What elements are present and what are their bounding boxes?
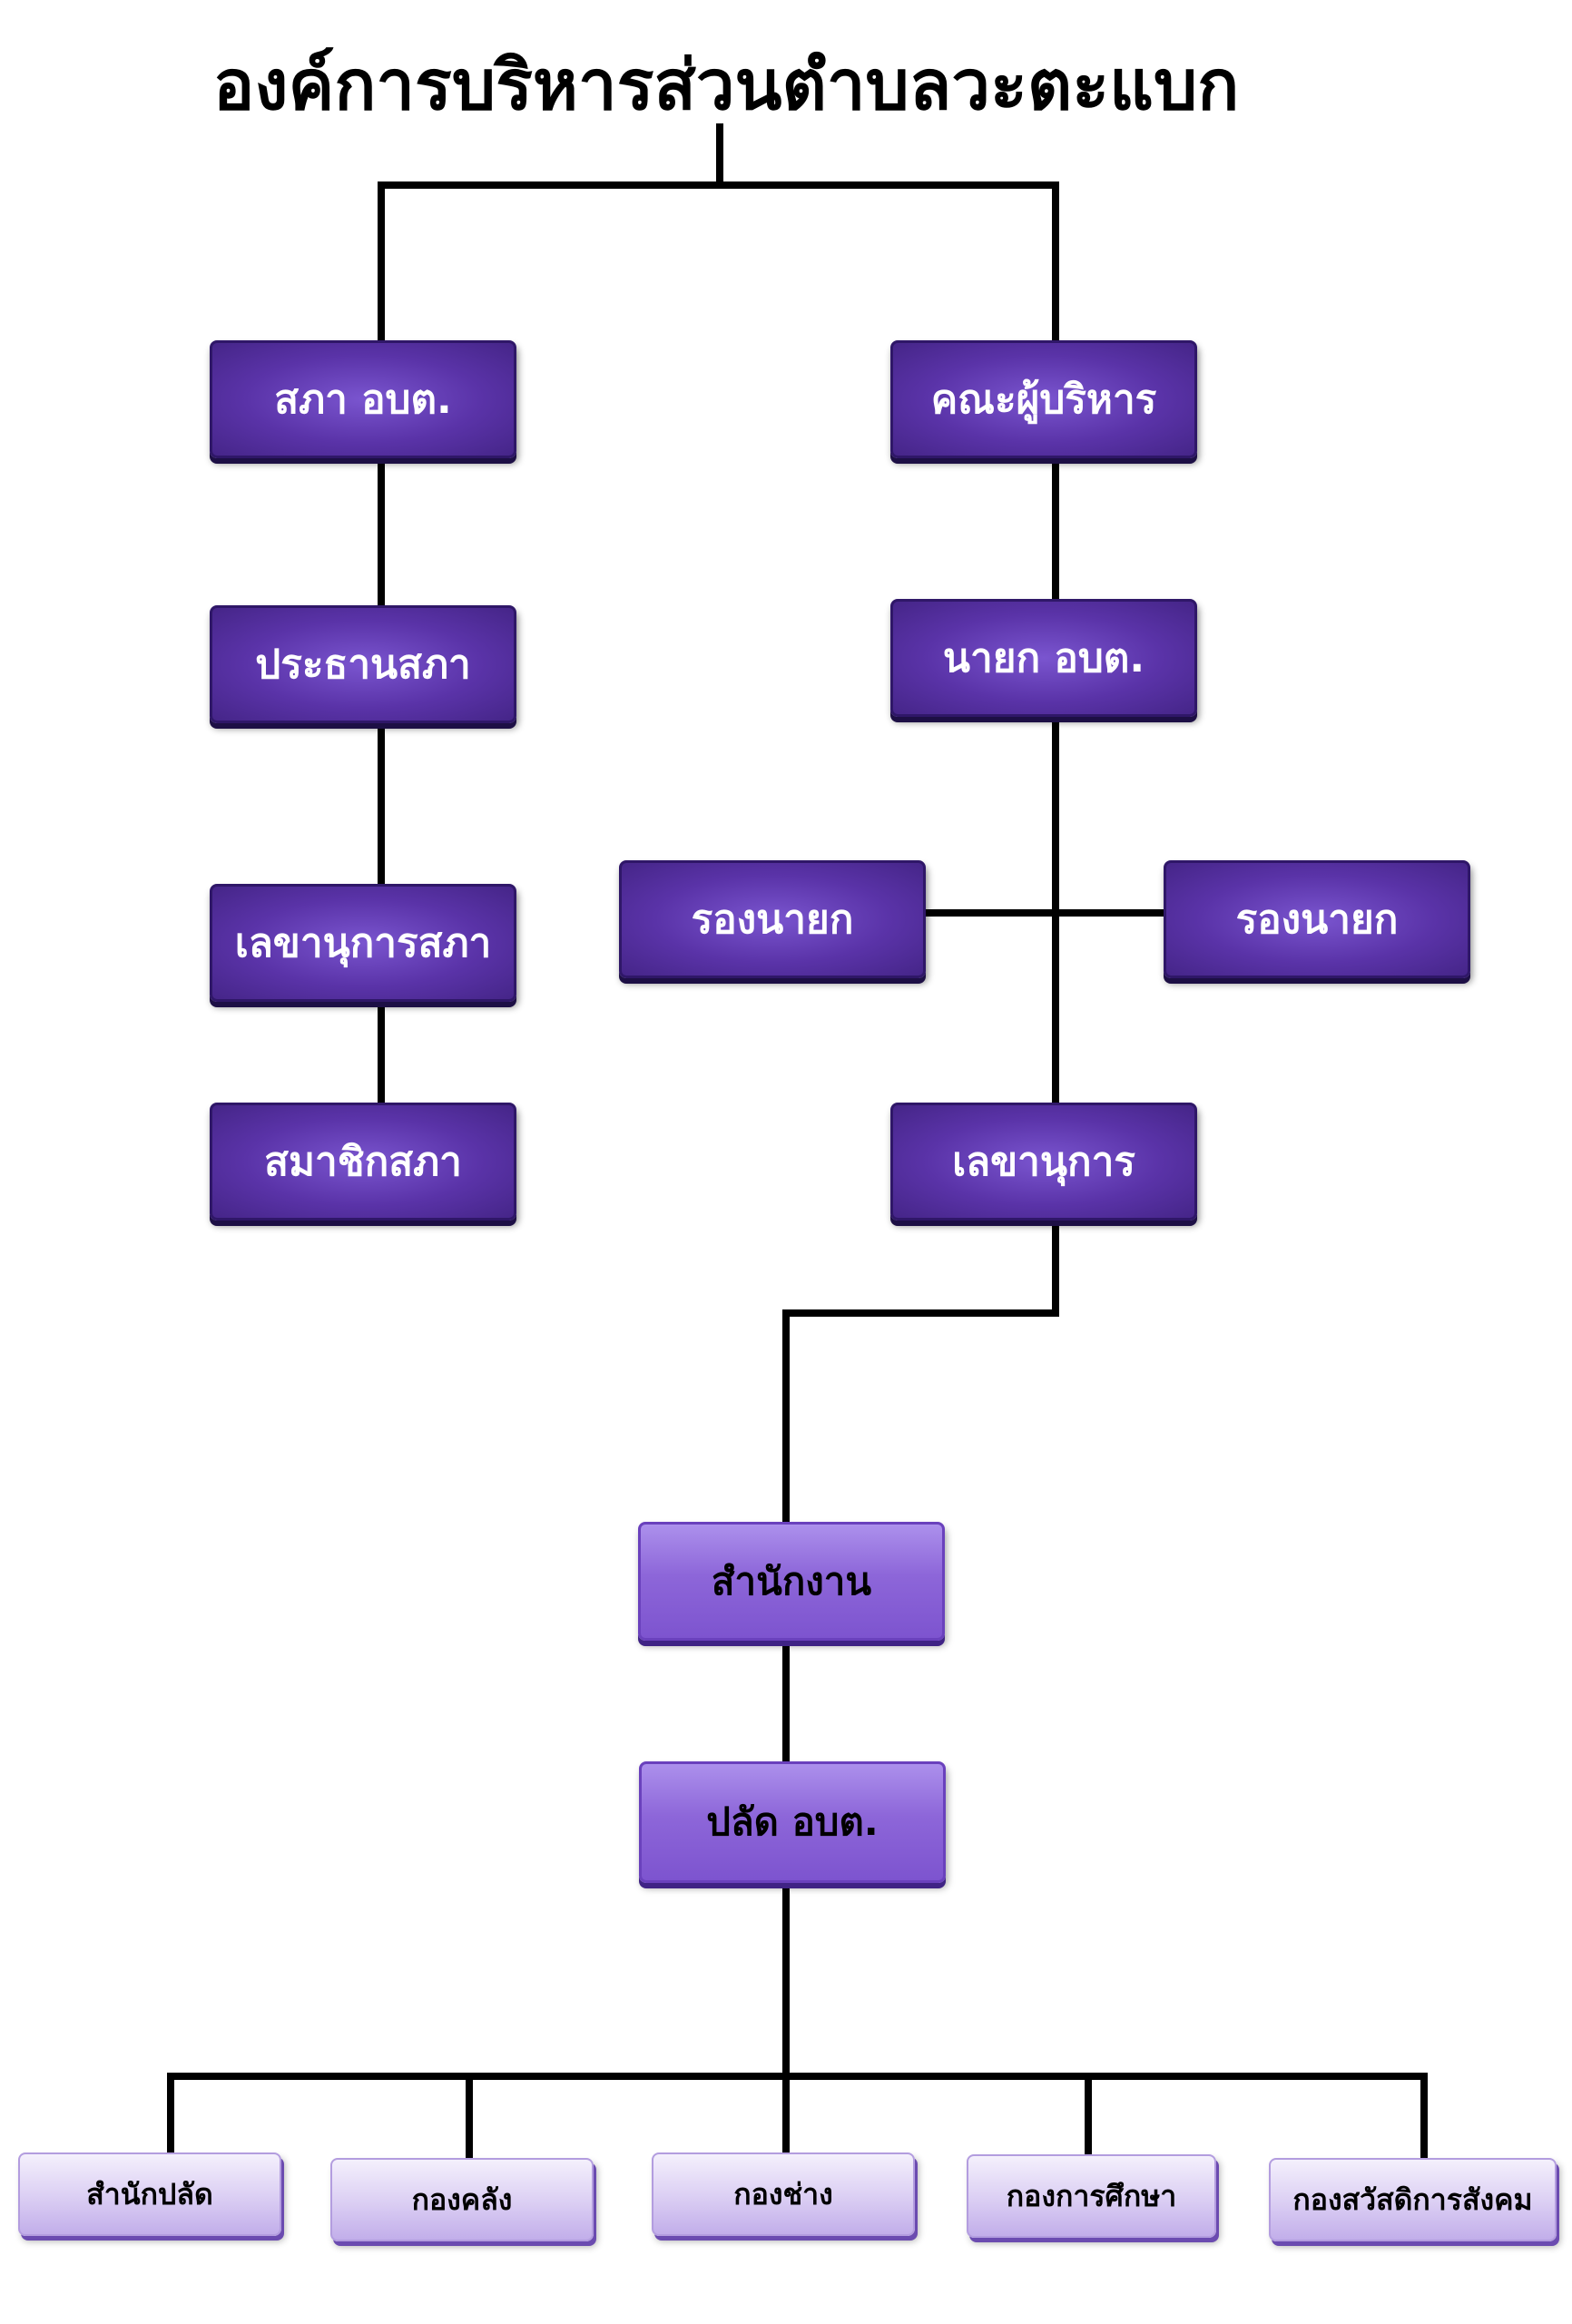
council-chairman-label: ประธานสภา: [255, 642, 471, 688]
office-box: สำนักงาน: [638, 1522, 945, 1641]
deputy-mayor-left-box: รองนายก: [619, 860, 926, 978]
executive-board-label: คณะผู้บริหาร: [930, 377, 1157, 423]
council-secretary-box: เลขานุการสภา: [210, 884, 516, 1002]
title-connector: [378, 123, 1059, 344]
department-box: กองช่าง: [652, 2152, 915, 2236]
executive-secretary-box: เลขานุการ: [890, 1103, 1197, 1221]
department-label: กองสวัสดิการสังคม: [1292, 2182, 1533, 2217]
deputy-mayor-right-box: รองนายก: [1164, 860, 1470, 978]
council-members-label: สมาชิกสภา: [264, 1139, 462, 1185]
executive-board-box: คณะผู้บริหาร: [890, 340, 1197, 458]
department-box: สำนักปลัด: [18, 2152, 281, 2236]
department-box: กองการศึกษา: [967, 2154, 1216, 2238]
department-label: สำนักปลัด: [86, 2176, 213, 2211]
chief-administrator-box: ปลัด อบต.: [639, 1761, 946, 1883]
department-label: กองช่าง: [733, 2176, 833, 2211]
department-box: กองคลัง: [330, 2158, 594, 2241]
deputy-mayor-left-label: รองนายก: [691, 897, 854, 943]
office-label: สำนักงาน: [711, 1558, 872, 1603]
department-bus-line: [167, 2073, 1428, 2162]
mayor-box: นายก อบต.: [890, 599, 1197, 717]
secretary-to-office-line: [782, 1217, 1059, 1525]
council-members-box: สมาชิกสภา: [210, 1103, 516, 1221]
chart-title: องค์การบริหารส่วนตำบลวะตะแบก: [212, 44, 1240, 125]
council-label: สภา อบต.: [274, 377, 452, 423]
department-box: กองสวัสดิการสังคม: [1269, 2158, 1557, 2241]
council-chairman-box: ประธานสภา: [210, 605, 516, 723]
department-label: กองคลัง: [411, 2182, 513, 2217]
deputy-mayor-right-label: รองนายก: [1235, 897, 1399, 943]
executive-secretary-label: เลขานุการ: [952, 1139, 1135, 1185]
chief-administrator-label: ปลัด อบต.: [706, 1799, 879, 1844]
council-secretary-label: เลขานุการสภา: [234, 920, 492, 966]
council-box: สภา อบต.: [210, 340, 516, 458]
department-label: กองการศึกษา: [1006, 2178, 1177, 2213]
mayor-label: นายก อบต.: [942, 635, 1145, 682]
